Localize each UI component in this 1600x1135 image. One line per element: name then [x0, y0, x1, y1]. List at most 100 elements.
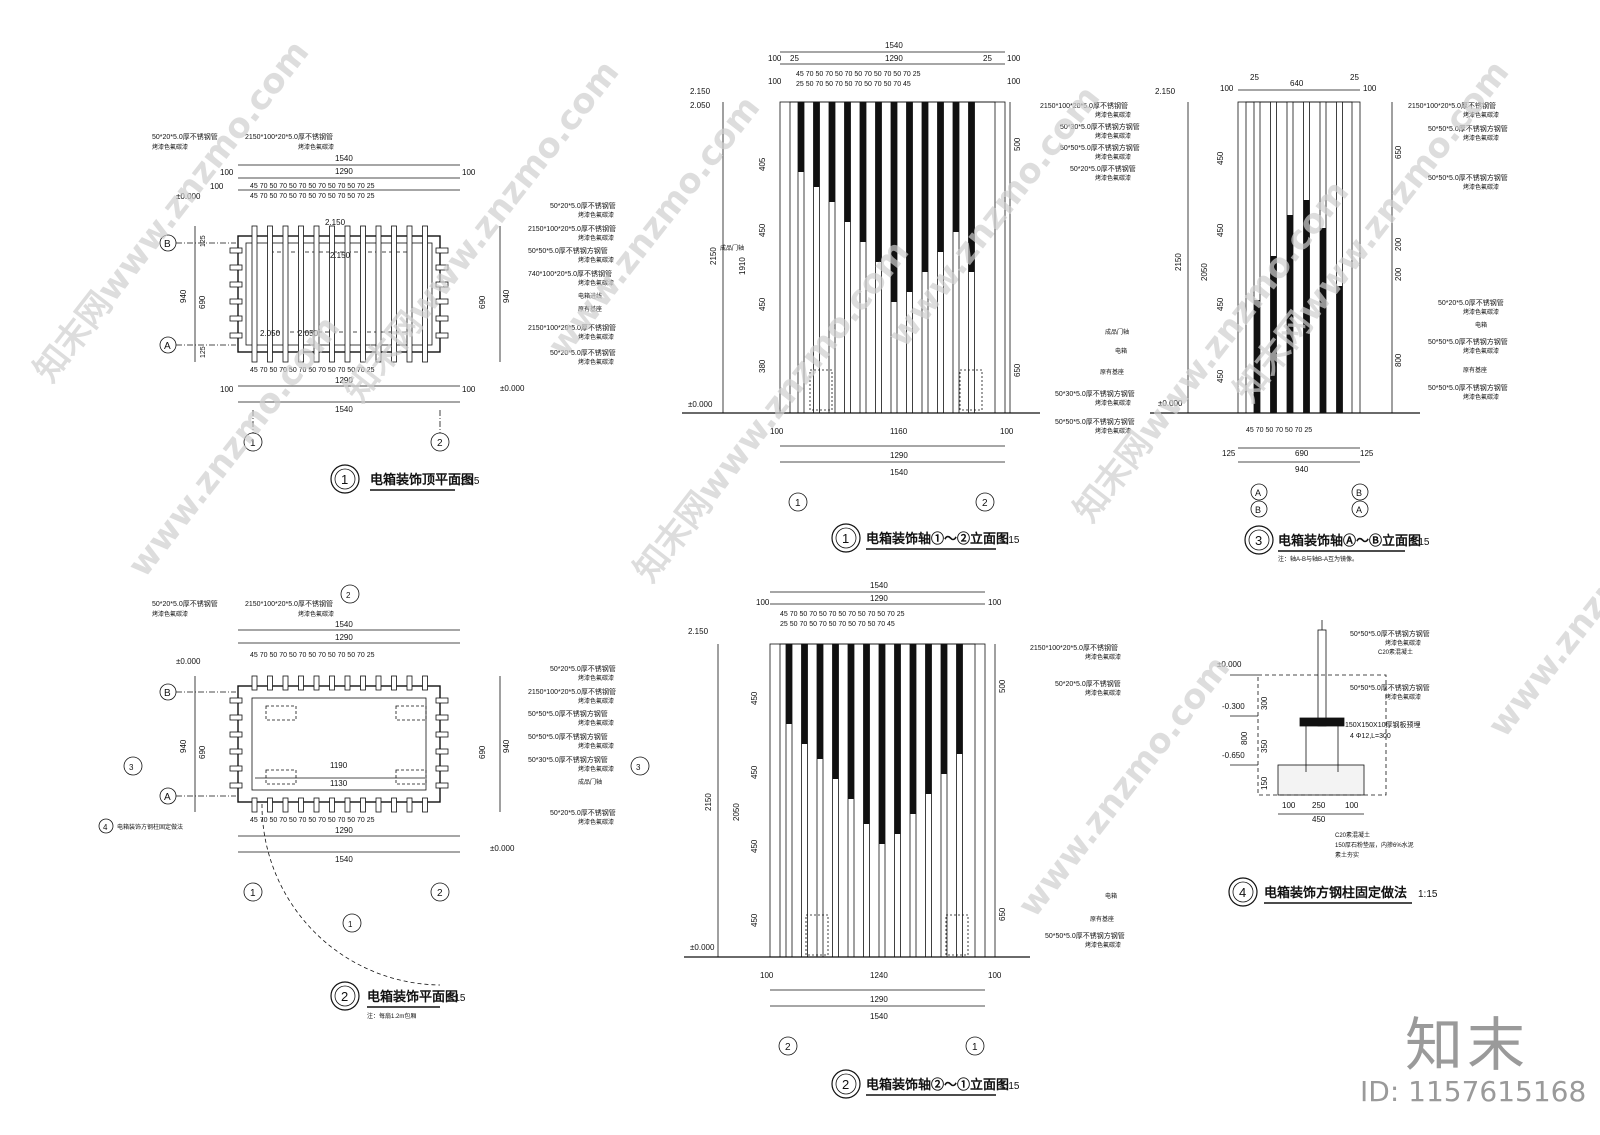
slat — [251, 675, 258, 691]
note: 烤漆色氟碳漆 — [1095, 174, 1131, 182]
dim-text: 450 — [750, 839, 759, 853]
post-fill — [894, 644, 901, 834]
note: 烤漆色氟碳漆 — [152, 143, 188, 151]
slat — [391, 675, 397, 691]
drawing-title: 电箱装饰轴Ⓐ～Ⓑ立面图 — [1278, 533, 1421, 548]
dim-text: 1540 — [870, 581, 888, 590]
level-text: 2.150 — [688, 627, 709, 636]
section-mark: 2 — [346, 591, 351, 600]
post-fill — [801, 644, 808, 744]
note: 2150*100*20*5.0厚不锈钢管 — [1408, 101, 1496, 110]
dim-text: 125 — [1222, 449, 1236, 458]
side-slat — [229, 731, 243, 738]
brand-logo-text: 知末 — [1405, 1011, 1530, 1079]
note: 50*20*5.0厚不锈钢管 — [550, 348, 616, 357]
dim-text: 690 — [478, 745, 487, 759]
dim-seq: 45 70 50 70 50 70 50 70 50 70 50 70 25 — [796, 71, 921, 78]
dim-text: 940 — [502, 739, 511, 753]
note: 50*50*5.0厚不锈钢方钢管 — [528, 246, 608, 255]
note: 成品门轴 — [1105, 328, 1129, 336]
roof-plan: 1540 1290 100 100 45 70 50 70 50 70 50 7… — [152, 132, 616, 494]
dim-text: 2050 — [732, 803, 741, 821]
dim-text: 500 — [1013, 137, 1022, 151]
dim-text: 100 — [768, 77, 782, 86]
dim-seq: 25 50 70 50 70 50 70 50 70 50 70 45 — [796, 81, 911, 88]
elevation-1-2: 1540 25 1290 25 100 100 45 70 50 70 50 7… — [682, 41, 1140, 553]
note: 烤漆色氟碳漆 — [1463, 134, 1499, 142]
note: 50*20*5.0厚不锈钢管 — [1438, 298, 1504, 307]
dim-text: 690 — [1295, 449, 1309, 458]
slat — [329, 675, 335, 691]
dim-text: 1910 — [738, 257, 747, 275]
dim-text: 450 — [758, 223, 767, 237]
dim-text: 25 — [983, 54, 992, 63]
level-text: 2.050 — [690, 101, 711, 110]
note: 50*20*5.0厚不锈钢管 — [152, 132, 218, 141]
note: 电箱装饰方钢柱固定做法 — [117, 823, 183, 831]
dim-text: 2150 — [1174, 253, 1183, 271]
note: 烤漆色氟碳漆 — [578, 765, 614, 773]
dim-text: 1290 — [870, 594, 888, 603]
dim-text: 940 — [502, 289, 511, 303]
axis-label-2: 2 — [437, 438, 443, 449]
dim-text: 100 — [1000, 427, 1014, 436]
note: 50*30*5.0厚不锈钢方钢管 — [1055, 389, 1135, 398]
note: 电箱进线 — [578, 292, 602, 300]
post-fill — [875, 102, 882, 262]
dim-text: 405 — [758, 157, 767, 171]
note: 烤漆色氟碳漆 — [578, 719, 614, 727]
dim-text: 1190 — [330, 761, 348, 770]
note: 烤漆色氟碳漆 — [152, 610, 188, 618]
dim-text: 100 — [768, 54, 782, 63]
dim-text: 25 — [790, 54, 799, 63]
note: 原有基座 — [1090, 915, 1114, 923]
post-fill — [848, 644, 854, 799]
side-slat — [435, 748, 449, 755]
note: 50*20*5.0厚不锈钢管 — [152, 599, 218, 608]
dim-text: 100 — [1282, 801, 1296, 810]
side-slat — [435, 765, 449, 772]
dim-seq: 45 70 50 70 50 70 25 — [1246, 427, 1312, 434]
note: 150厚石粉垫层，内掺6%水泥 — [1335, 841, 1414, 849]
note: 烤漆色氟碳漆 — [1385, 639, 1421, 647]
dim-text: 200 — [1394, 267, 1403, 281]
drawing-title: 电箱装饰顶平面图 — [370, 472, 474, 487]
slat — [375, 225, 382, 363]
dim-text: 640 — [1290, 79, 1304, 88]
slat — [422, 225, 428, 363]
base — [809, 369, 833, 411]
plan-notes: 50*20*5.0厚不锈钢管 烤漆色氟碳漆 2150*100*20*5.0厚不锈… — [528, 664, 616, 826]
note: 740*100*20*5.0厚不锈钢管 — [528, 269, 612, 278]
post-fill — [953, 102, 959, 232]
note: 50*50*5.0厚不锈钢方钢管 — [1045, 931, 1125, 940]
note: 原有基座 — [1100, 368, 1124, 376]
slat — [360, 225, 366, 363]
note: 烤漆色氟碳漆 — [1463, 308, 1499, 316]
note: 原有基座 — [578, 305, 602, 313]
side-slat — [229, 315, 243, 322]
base — [959, 369, 983, 411]
dim-text: 690 — [198, 295, 207, 309]
note: 烤漆色氟碳漆 — [578, 742, 614, 750]
side-slat — [229, 298, 243, 305]
dim-text: 100 — [988, 971, 1002, 980]
side-slat — [229, 765, 243, 772]
level-text: ±0.000 — [1217, 660, 1242, 669]
dim-text: 100 — [1363, 84, 1377, 93]
dim-text: 1540 — [335, 620, 353, 629]
slat — [391, 225, 397, 363]
note: C20素混凝土 — [1335, 831, 1370, 839]
post-fill — [968, 102, 975, 272]
dim-text: 125 — [1360, 449, 1374, 458]
post-fill — [863, 644, 870, 824]
post-fill — [829, 102, 835, 202]
axis-label-a: A — [1255, 488, 1261, 498]
note: 50*50*5.0厚不锈钢方钢管 — [1428, 337, 1508, 346]
drawing-number: 3 — [1255, 533, 1262, 548]
dim-text: 125 — [200, 346, 207, 358]
dim-text: 100 — [462, 168, 476, 177]
axis-label-b: B — [164, 239, 171, 250]
post-fill — [941, 644, 947, 774]
post-fill — [860, 102, 866, 242]
slat — [329, 797, 335, 813]
